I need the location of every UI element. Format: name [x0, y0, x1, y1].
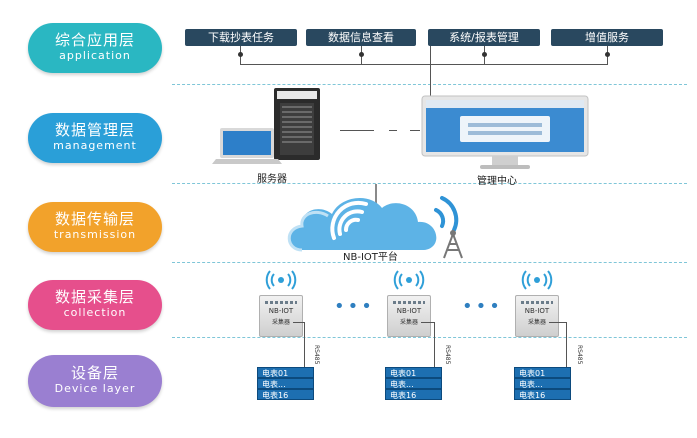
collector-2-model: NB-IOT [396, 307, 422, 315]
meter-1-01: 电表01 [257, 367, 314, 378]
layer-management-title: 数据管理层 [54, 121, 135, 139]
collector-2-name: 采集器 [399, 319, 418, 326]
meter-3-16: 电表16 [514, 389, 571, 400]
layer-device-subtitle: Device layer [54, 382, 136, 395]
ellipsis-1: ••• [334, 296, 375, 317]
layer-transmission-subtitle: transmission [53, 228, 137, 241]
layer-application-title: 综合应用层 [54, 31, 135, 49]
separator-2 [172, 183, 687, 184]
signal-icon-1 [265, 270, 297, 290]
layer-collection-title: 数据采集层 [54, 288, 135, 306]
separator-1 [172, 84, 687, 85]
layer-application-subtitle: application [59, 49, 131, 62]
rs485-wire-2 [434, 322, 435, 394]
layer-transmission: 数据传输层 transmission [28, 202, 162, 252]
layer-application: 综合应用层 application [28, 23, 162, 73]
report-management-button[interactable]: 系统/报表管理 [428, 29, 540, 46]
rs485-label-2: RS485 [444, 345, 451, 365]
collector-3-model: NB-IOT [524, 307, 550, 315]
signal-icon-3 [521, 270, 553, 290]
layer-collection-subtitle: collection [63, 306, 127, 319]
layer-device-title: 设备层 [70, 364, 119, 382]
meter-1-16: 电表16 [257, 389, 314, 400]
layer-collection: 数据采集层 collection [28, 280, 162, 330]
rs485-label-1: RS485 [313, 345, 320, 365]
collector-device-1: NB-IOT 采集器 [259, 295, 303, 337]
rs485-label-3: RS485 [576, 345, 583, 365]
meter-2-01: 电表01 [385, 367, 442, 378]
ellipsis-2: ••• [462, 296, 503, 317]
collector-device-2: NB-IOT 采集器 [387, 295, 431, 337]
meter-2-16: 电表16 [385, 389, 442, 400]
download-task-button[interactable]: 下载抄表任务 [185, 29, 297, 46]
data-view-button[interactable]: 数据信息查看 [306, 29, 416, 46]
cloud-icon [287, 196, 459, 252]
value-added-service-button[interactable]: 增值服务 [551, 29, 663, 46]
monitor-icon [421, 95, 589, 169]
collector-device-3: NB-IOT 采集器 [515, 295, 559, 337]
server-label: 服务器 [257, 174, 287, 185]
antenna-icon [443, 230, 463, 259]
collector-1-name: 采集器 [271, 319, 290, 326]
rs485-wire-3 [566, 322, 567, 394]
nb-iot-platform-label: NB-IOT平台 [343, 252, 398, 263]
layer-management: 数据管理层 management [28, 113, 162, 163]
separator-4 [172, 337, 687, 338]
collector-3-name: 采集器 [527, 319, 546, 326]
meter-3-01: 电表01 [514, 367, 571, 378]
meter-3-mid: 电表... [514, 378, 571, 389]
server-icon [212, 88, 320, 164]
layer-transmission-title: 数据传输层 [54, 210, 135, 228]
meter-2-mid: 电表... [385, 378, 442, 389]
separator-3 [172, 262, 687, 263]
rs485-wire-1 [304, 322, 305, 394]
collector-1-model: NB-IOT [268, 307, 294, 315]
meter-1-mid: 电表... [257, 378, 314, 389]
management-center-label: 管理中心 [477, 176, 517, 187]
layer-device: 设备层 Device layer [28, 355, 162, 407]
layer-management-subtitle: management [53, 139, 137, 152]
signal-icon-2 [393, 270, 425, 290]
